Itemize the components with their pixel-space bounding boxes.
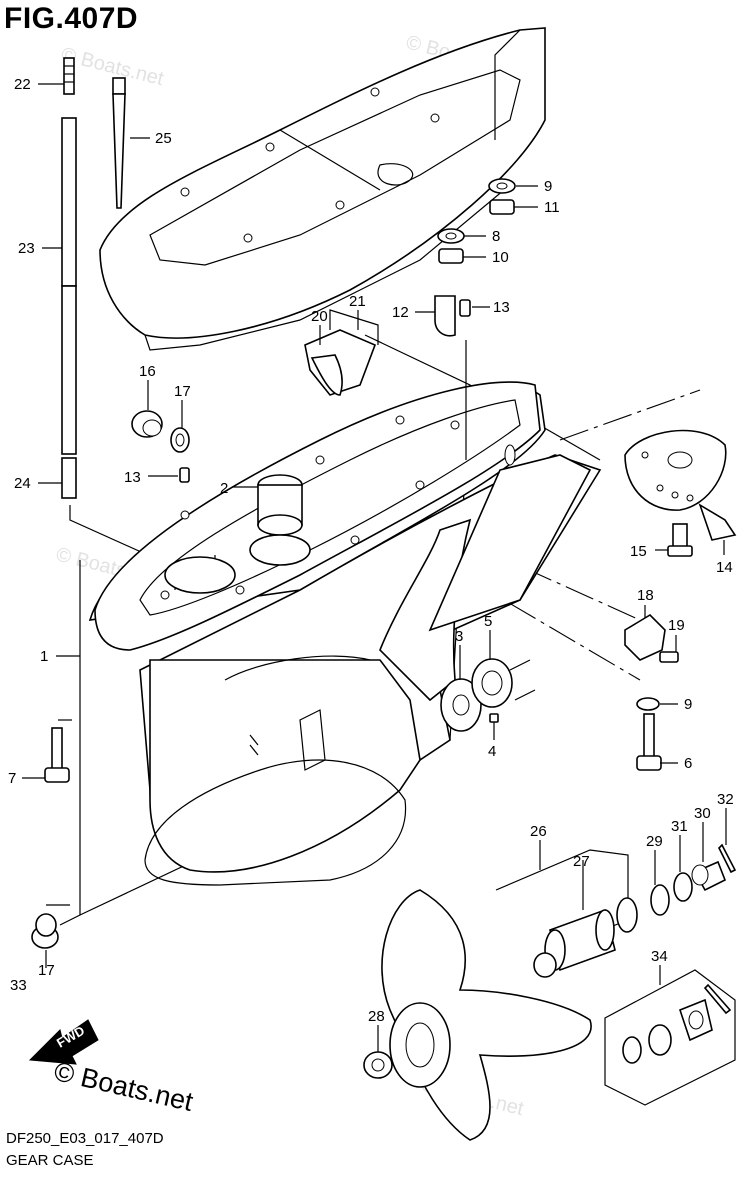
part-10-shape [438,248,464,264]
callout-17b[interactable]: 17 [38,962,55,979]
leader-lines [22,83,727,1052]
callout-21[interactable]: 21 [349,293,366,310]
gear-case-housing [88,381,602,886]
hardware-parts [31,178,737,949]
figure-code: DF250_E03_017_407D [6,1130,164,1147]
callout-34[interactable]: 34 [651,948,668,965]
callout-33[interactable]: 33 [10,977,27,994]
part-14-shape [624,429,727,511]
part-25-shape [112,93,126,209]
part-31-shape [673,872,693,902]
part-17b-shape [35,913,57,937]
callout-4[interactable]: 4 [488,743,496,760]
callout-17a[interactable]: 17 [174,383,191,400]
shift-rod-assembly [61,57,126,499]
callout-23[interactable]: 23 [18,240,35,257]
callout-15[interactable]: 15 [630,543,647,560]
part-13b-shape [459,299,471,317]
callout-30[interactable]: 30 [694,805,711,822]
callout-31[interactable]: 31 [671,818,688,835]
callout-9a[interactable]: 9 [544,178,552,195]
callout-25[interactable]: 25 [155,130,172,147]
callout-1[interactable]: 1 [40,648,48,665]
part-29-shape [650,884,670,916]
callout-8[interactable]: 8 [492,228,500,245]
callout-12[interactable]: 12 [392,304,409,321]
callout-19[interactable]: 19 [668,617,685,634]
callout-24[interactable]: 24 [14,475,31,492]
callout-32[interactable]: 32 [717,791,734,808]
figure-title: FIG.407D [4,2,139,35]
callout-2[interactable]: 2 [220,480,228,497]
upper-cover [99,27,546,351]
callout-7[interactable]: 7 [8,770,16,787]
callout-28[interactable]: 28 [368,1008,385,1025]
part-6-shape [643,713,655,761]
part-11-shape [489,199,515,215]
part-4-shape [489,713,499,723]
part-12-shape [434,295,456,337]
part-7-shape [51,727,63,771]
part-34-box [604,969,736,1106]
callout-13a[interactable]: 13 [124,469,141,486]
part-23-lower [61,285,77,455]
part-29-ring [616,897,638,933]
callout-22[interactable]: 22 [14,76,31,93]
callout-26[interactable]: 26 [530,823,547,840]
callout-11[interactable]: 11 [544,199,560,216]
callout-18[interactable]: 18 [637,587,654,604]
callout-6[interactable]: 6 [684,755,692,772]
part-24-shape [61,457,77,499]
callout-27[interactable]: 27 [573,853,590,870]
part-22-shape [63,57,75,95]
part-18-shape [624,613,666,661]
part-13a-shape [179,467,190,483]
callout-3[interactable]: 3 [455,628,463,645]
callout-13b[interactable]: 13 [493,299,510,316]
part-19-shape [659,651,679,663]
callout-10[interactable]: 10 [492,249,509,266]
fwd-arrow: FWD [28,1019,99,1065]
callout-14[interactable]: 14 [716,559,733,576]
callout-5[interactable]: 5 [484,613,492,630]
propeller-assembly [363,843,737,1141]
part-23-upper [61,117,77,287]
callouts: 22 25 23 24 16 17 13 2 20 21 12 13 9 11 … [8,76,734,1025]
callout-20[interactable]: 20 [311,308,328,325]
callout-9b[interactable]: 9 [684,696,692,713]
figure-caption: GEAR CASE [6,1152,94,1169]
part-32-shape [718,843,737,874]
callout-29[interactable]: 29 [646,833,663,850]
callout-16[interactable]: 16 [139,363,156,380]
part-9b-shape [636,697,660,711]
